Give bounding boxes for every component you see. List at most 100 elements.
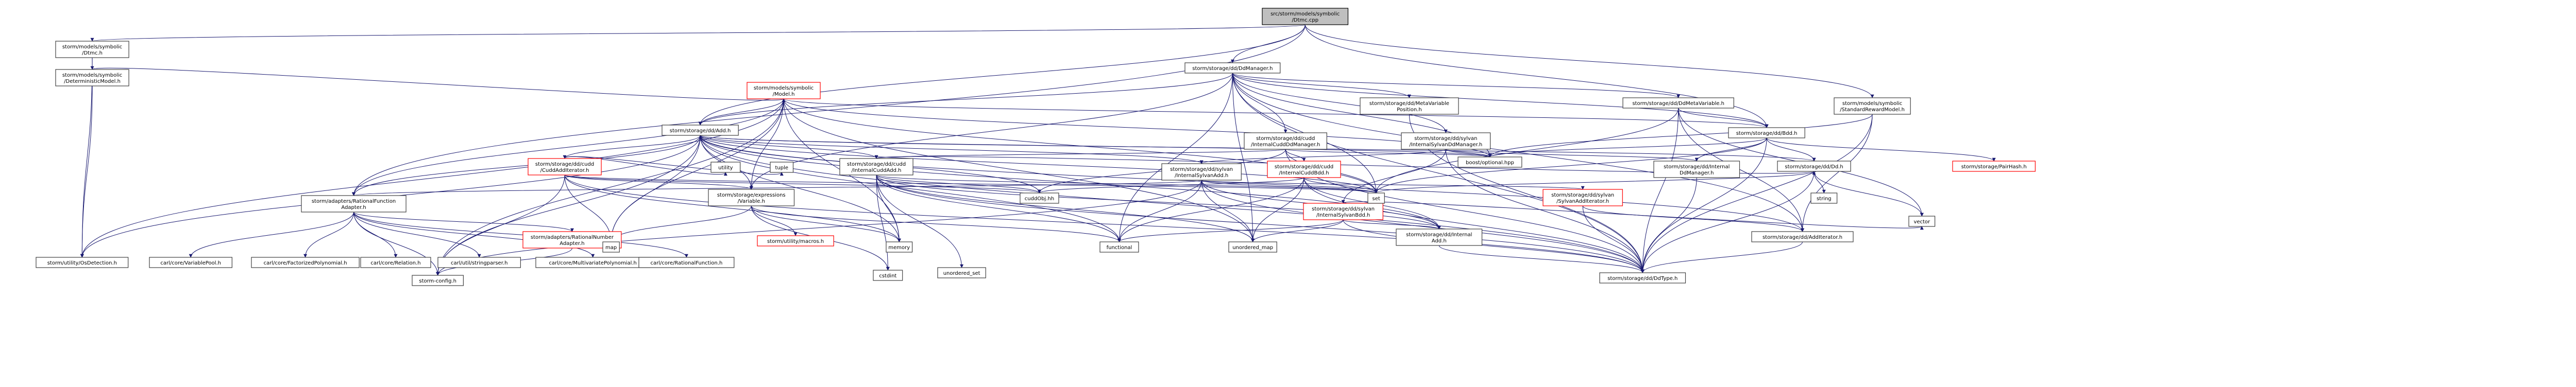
graph-node-set[interactable]: set [1367, 192, 1385, 204]
graph-node-addIterator[interactable]: storm/storage/dd/AddIterator.h [1751, 231, 1854, 242]
graph-node-symDtmcH[interactable]: storm/models/symbolic/Dtmc.h [55, 41, 129, 58]
node-label: /InternalCuddBdd.h [1279, 170, 1329, 176]
node-label: storm/storage/dd/AddIterator.h [1762, 235, 1842, 240]
edge-sylvanMgr-to-sylvanBdd [1341, 149, 1446, 204]
graph-node-cuddAdd[interactable]: storm/storage/dd/cudd/InternalCuddAdd.h [839, 158, 913, 175]
node-label: vector [1913, 219, 1930, 225]
graph-node-permute[interactable]: storm/storage/PairHash.h [1952, 161, 2036, 172]
graph-node-model[interactable]: storm/models/symbolic/Model.h [747, 82, 821, 99]
graph-node-ddType[interactable]: storm/storage/dd/DdType.h [1599, 272, 1686, 284]
edge-path [189, 212, 354, 258]
graph-node-cuddMgr[interactable]: storm/storage/dd/cudd/InternalCuddDdMana… [1244, 132, 1327, 150]
edge-path [876, 174, 890, 271]
edge-path [1038, 177, 1304, 194]
graph-node-root[interactable]: src/storm/models/symbolic/Dtmc.cpp [1262, 8, 1349, 25]
edge-cuddBdd-to-set [1303, 177, 1378, 194]
graph-node-macros[interactable]: storm/utility/macros.h [757, 235, 834, 247]
edge-path [1343, 201, 1924, 230]
graph-node-carlRatFunc[interactable]: carl/core/RationalFunction.h [638, 257, 735, 268]
edge-path [352, 180, 1202, 196]
edge-exprVar-to-macros [751, 205, 798, 236]
graph-node-carlMultiPoly[interactable]: carl/core/MultivariatePolynomial.h [535, 257, 650, 268]
edge-path [1374, 108, 1679, 194]
node-box [708, 189, 795, 206]
graph-node-string[interactable]: string [1810, 192, 1838, 204]
graph-node-map[interactable]: map [602, 241, 620, 253]
edge-path [700, 135, 878, 159]
graph-node-cuddObj[interactable]: cuddObj.hh [1020, 192, 1059, 204]
graph-node-memory[interactable]: memory [886, 241, 913, 253]
graph-node-unorderedMap[interactable]: unordered_map [1228, 241, 1277, 253]
graph-node-utility[interactable]: utility [710, 162, 741, 173]
graph-node-boostOptional[interactable]: boost/optional.hpp [1458, 156, 1522, 168]
edge-path [749, 98, 784, 190]
graph-node-sylvanAdd[interactable]: storm/storage/dd/sylvan/InternalSylvanAd… [1161, 163, 1242, 181]
graph-node-cstdint[interactable]: cstdint [873, 270, 903, 281]
node-box [36, 257, 129, 268]
graph-node-stormConfig[interactable]: storm-config.h [412, 275, 464, 286]
graph-node-ddMetaVar[interactable]: storm/storage/dd/DdMetaVariable.h [1622, 97, 1734, 109]
node-box [839, 158, 913, 175]
edge-path [1304, 24, 1769, 128]
node-label: set [1372, 196, 1380, 202]
graph-node-vector[interactable]: vector [1908, 216, 1936, 227]
node-box [1161, 163, 1242, 181]
node-box [1267, 161, 1341, 178]
graph-node-cuddBdd[interactable]: storm/storage/dd/cudd/InternalCuddBdd.h [1267, 161, 1341, 178]
node-box [1262, 8, 1349, 25]
node-label: storm/storage/dd/DdMetaVariable.h [1632, 101, 1724, 107]
node-box [1653, 161, 1740, 178]
edge-path [353, 212, 481, 258]
node-label: storm/storage/dd/sylvan [1312, 206, 1375, 212]
graph-node-osDetection[interactable]: storm/utility/OsDetection.h [36, 257, 129, 268]
edge-sylvanBdd-to-internalAdd [1343, 219, 1441, 230]
graph-node-sylvanAddIter[interactable]: storm/storage/dd/sylvan/SylvanAddIterato… [1543, 189, 1623, 206]
edge-path [1232, 73, 1255, 242]
node-label: storm/utility/OsDetection.h [47, 260, 117, 266]
edge-path [563, 135, 701, 159]
node-box [1099, 241, 1139, 253]
graph-node-exprVar[interactable]: storm/storage/expressions/Variable.h [708, 189, 795, 206]
graph-node-sylvanMgr[interactable]: storm/storage/dd/sylvan/InternalSylvanDd… [1401, 132, 1491, 150]
graph-node-stdRewardModel[interactable]: storm/models/symbolic/StandardRewardMode… [1834, 97, 1911, 115]
edge-path [564, 174, 753, 190]
graph-node-sylvanBdd[interactable]: storm/storage/dd/sylvan/InternalSylvanBd… [1303, 203, 1383, 220]
edge-cuddAddIter-to-memory [564, 174, 901, 242]
edge-add-to-functional [700, 135, 1121, 242]
node-box [412, 275, 464, 286]
node-box [360, 257, 431, 268]
graph-node-cuddAddIter[interactable]: storm/storage/dd/cudd/CuddAddIterator.h [528, 158, 602, 175]
node-box [437, 257, 521, 268]
edge-path [876, 174, 1441, 230]
graph-node-carlRelation[interactable]: carl/core/Relation.h [360, 257, 431, 268]
edge-path [564, 174, 901, 242]
edge-path [436, 180, 1202, 276]
graph-node-bdd[interactable]: storm/storage/dd/Bdd.h [1728, 127, 1805, 138]
graph-node-add[interactable]: storm/storage/dd/Add.h [662, 125, 739, 136]
node-layer: src/storm/models/symbolic/Dtmc.cpp storm/… [36, 8, 2036, 286]
edge-sylvanMgr-to-internalDdMgr [1445, 149, 1699, 162]
graph-node-carlVarBool[interactable]: carl/core/VariablePool.h [149, 257, 232, 268]
edge-path [352, 135, 701, 196]
graph-node-ddH[interactable]: storm/storage/dd/Dd.h [1777, 161, 1851, 172]
edge-sylvanAdd-to-functional [1117, 180, 1202, 242]
graph-node-functional[interactable]: functional [1099, 241, 1139, 253]
edge-path [352, 98, 784, 196]
edge-path [1694, 137, 1767, 162]
edge-sylvanBdd-to-unorderedMap [1251, 219, 1344, 242]
graph-node-ddManager[interactable]: storm/storage/dd/DdManager.h [1184, 62, 1281, 74]
edge-bdd-to-set [1374, 137, 1767, 194]
edge-ddManager-to-ddType [1232, 73, 1645, 273]
node-label: storm-config.h [419, 278, 456, 284]
node-box [1952, 161, 2036, 172]
graph-node-unorderedSet[interactable]: unordered_set [937, 267, 986, 278]
graph-node-carlStringParser[interactable]: carl/util/stringparser.h [437, 257, 521, 268]
graph-node-tuple[interactable]: tuple [770, 162, 794, 173]
graph-node-detModel[interactable]: storm/models/symbolic/DeterministicModel… [55, 69, 129, 86]
graph-node-carlFactPoly[interactable]: carl/core/FactorizedPolynomial.h [251, 257, 360, 268]
